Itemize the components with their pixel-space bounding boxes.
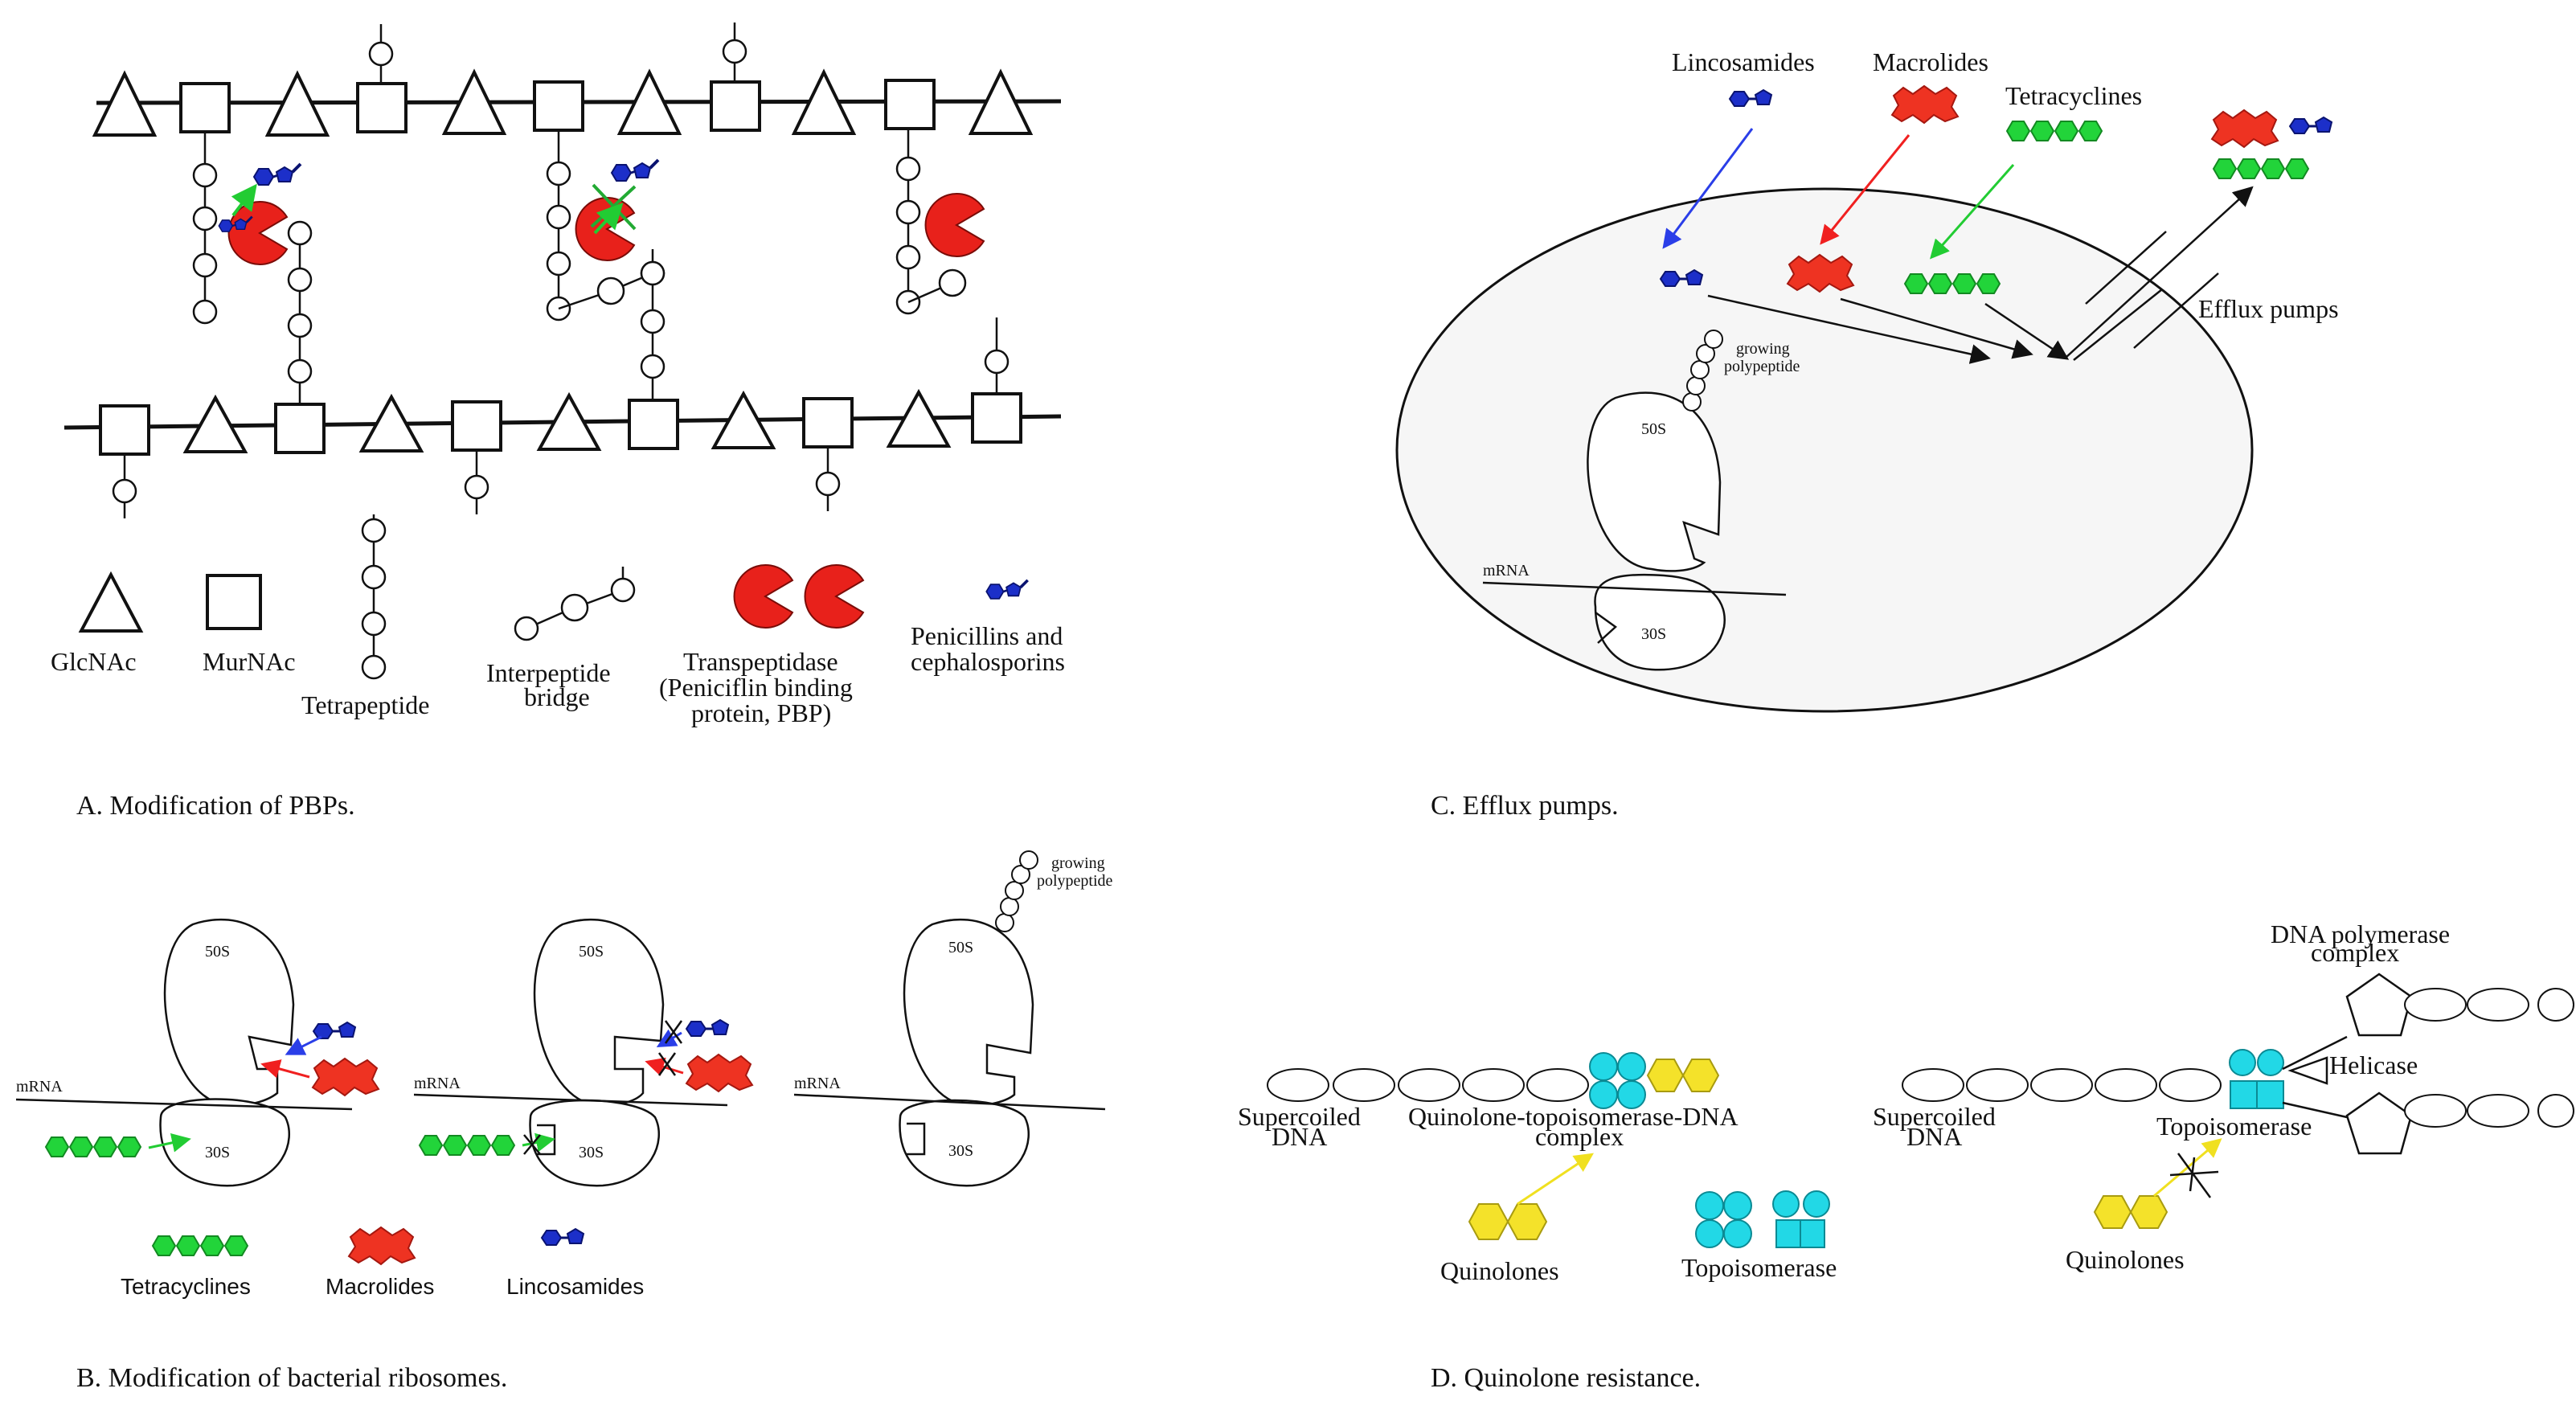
panel-c-caption: C. Efflux pumps. <box>1431 791 1619 821</box>
pbp-enzyme-3 <box>924 193 985 257</box>
macrolides-label: Macrolides <box>1873 47 1988 76</box>
ribosome-2: 50S 30S mRNA <box>413 918 753 1187</box>
cell-ribosome-50s: 50S <box>1641 420 1666 438</box>
growing-label-line2: polypeptide <box>1037 872 1113 890</box>
helicase-label: Helicase <box>2329 1050 2418 1079</box>
panel-b-ribosome-modification: 50S 30S mRNA 50S 30S mRNA <box>15 850 1113 1393</box>
penicillin-molecule-1 <box>252 162 302 186</box>
supercoiled-left-line2: DNA <box>1272 1122 1327 1151</box>
ribosome-3: 50S 30S mRNA growing polypeptide <box>793 850 1113 1187</box>
efflux-pump-channels <box>2073 231 2219 361</box>
tetracyclines-label: Tetracyclines <box>2005 81 2142 110</box>
supercoiled-right-line2: DNA <box>1906 1122 1962 1151</box>
pbp-enzyme-2 <box>575 197 635 261</box>
polymerase-label-line1: DNA polymerase <box>2271 919 2450 948</box>
panel-d-quinolone-resistance: Supercoiled DNA Quinolone-topoisomerase-… <box>1238 919 2574 1393</box>
penicillin-molecule-2 <box>610 158 660 182</box>
penicillin-label-line1: Penicillins and <box>911 621 1063 650</box>
cell-growing-line1: growing <box>1736 340 1790 358</box>
supercoiled-right-line1: Supercoiled <box>1873 1102 1996 1131</box>
panel-c-efflux-pumps: Lincosamides Macrolides Tetracyclines Ef… <box>1395 47 2339 821</box>
murnac-top-row <box>179 79 936 133</box>
lincosamides-legend-label: Lincosamides <box>506 1274 644 1299</box>
bridge-label-line2: bridge <box>524 682 590 711</box>
tetrapeptide-chains <box>192 129 1010 404</box>
lincosamides-label: Lincosamides <box>1672 47 1815 76</box>
murnac-bottom-row <box>99 392 1022 456</box>
pbp-label-line1: Transpeptidase <box>683 647 838 676</box>
supercoiled-dna-right <box>1902 1068 2222 1102</box>
glcnac-top-row <box>92 68 1034 137</box>
pbp-label-line2: (Peniciflin binding <box>659 673 853 702</box>
ribosome-3-50s: 50S <box>948 939 973 956</box>
quinolones-label-right: Quinolones <box>2066 1245 2185 1274</box>
ribosome-1-30s: 30S <box>205 1144 230 1161</box>
quinolones-label-left: Quinolones <box>1440 1256 1559 1285</box>
murnac-label: MurNAc <box>203 647 296 676</box>
ribosome-3-30s: 30S <box>948 1142 973 1160</box>
glcnac-legend-triangle <box>78 571 144 633</box>
supercoiled-left-line1: Supercoiled <box>1238 1102 1361 1131</box>
complex-label-line2: complex <box>1535 1122 1624 1151</box>
cell-mrna-label: mRNA <box>1483 562 1530 579</box>
efflux-pumps-label: Efflux pumps <box>2198 294 2339 323</box>
top-up-stems <box>379 23 736 84</box>
panel-d-caption: D. Quinolone resistance. <box>1431 1363 1701 1393</box>
ribosome-2-50s: 50S <box>579 943 604 960</box>
topoisomerase-fork-label: Topoisomerase <box>2156 1112 2312 1141</box>
ribosome-3-mrna: mRNA <box>794 1075 841 1092</box>
ribosome-1-50s: 50S <box>205 943 230 960</box>
growing-label-line1: growing <box>1051 854 1105 872</box>
panel-b-caption: B. Modification of bacterial ribosomes. <box>76 1363 507 1393</box>
panel-b-legend: Tetracyclines Macrolides Lincosamides <box>121 1227 644 1299</box>
tetracyclines-legend-label: Tetracyclines <box>121 1274 251 1299</box>
supercoiled-dna-left <box>1267 1068 1589 1102</box>
ribosome-2-30s: 30S <box>579 1144 604 1161</box>
ribosome-2-mrna: mRNA <box>414 1075 461 1092</box>
topoisomerase-legend-label: Topoisomerase <box>1681 1253 1837 1282</box>
panel-a-legend: GlcNAc MurNAc Tetrapeptide Interpeptide … <box>51 514 1065 727</box>
macrolides-legend-label: Macrolides <box>326 1274 434 1299</box>
glcnac-bottom-row <box>182 388 952 453</box>
polymerase-label-line2: complex <box>2311 938 2399 967</box>
penicillin-label-line2: cephalosporins <box>911 647 1065 676</box>
tetrapeptide-label: Tetrapeptide <box>301 690 429 719</box>
cell-growing-line2: polypeptide <box>1724 358 1800 375</box>
glcnac-label: GlcNAc <box>51 647 137 676</box>
murnac-legend-square <box>206 574 262 630</box>
ribosome-1: 50S 30S mRNA <box>15 918 379 1187</box>
pbp-label-line3: protein, PBP) <box>691 698 831 727</box>
complex-label-line1: Quinolone-topoisomerase-DNA <box>1408 1102 1738 1131</box>
ribosome-1-mrna: mRNA <box>16 1078 63 1096</box>
cell-ribosome-30s: 30S <box>1641 625 1666 643</box>
bridge-label-line1: Interpeptide <box>486 658 611 687</box>
panel-a-pbp-modification: GlcNAc MurNAc Tetrapeptide Interpeptide … <box>51 23 1065 821</box>
panel-a-caption: A. Modification of PBPs. <box>76 791 355 821</box>
